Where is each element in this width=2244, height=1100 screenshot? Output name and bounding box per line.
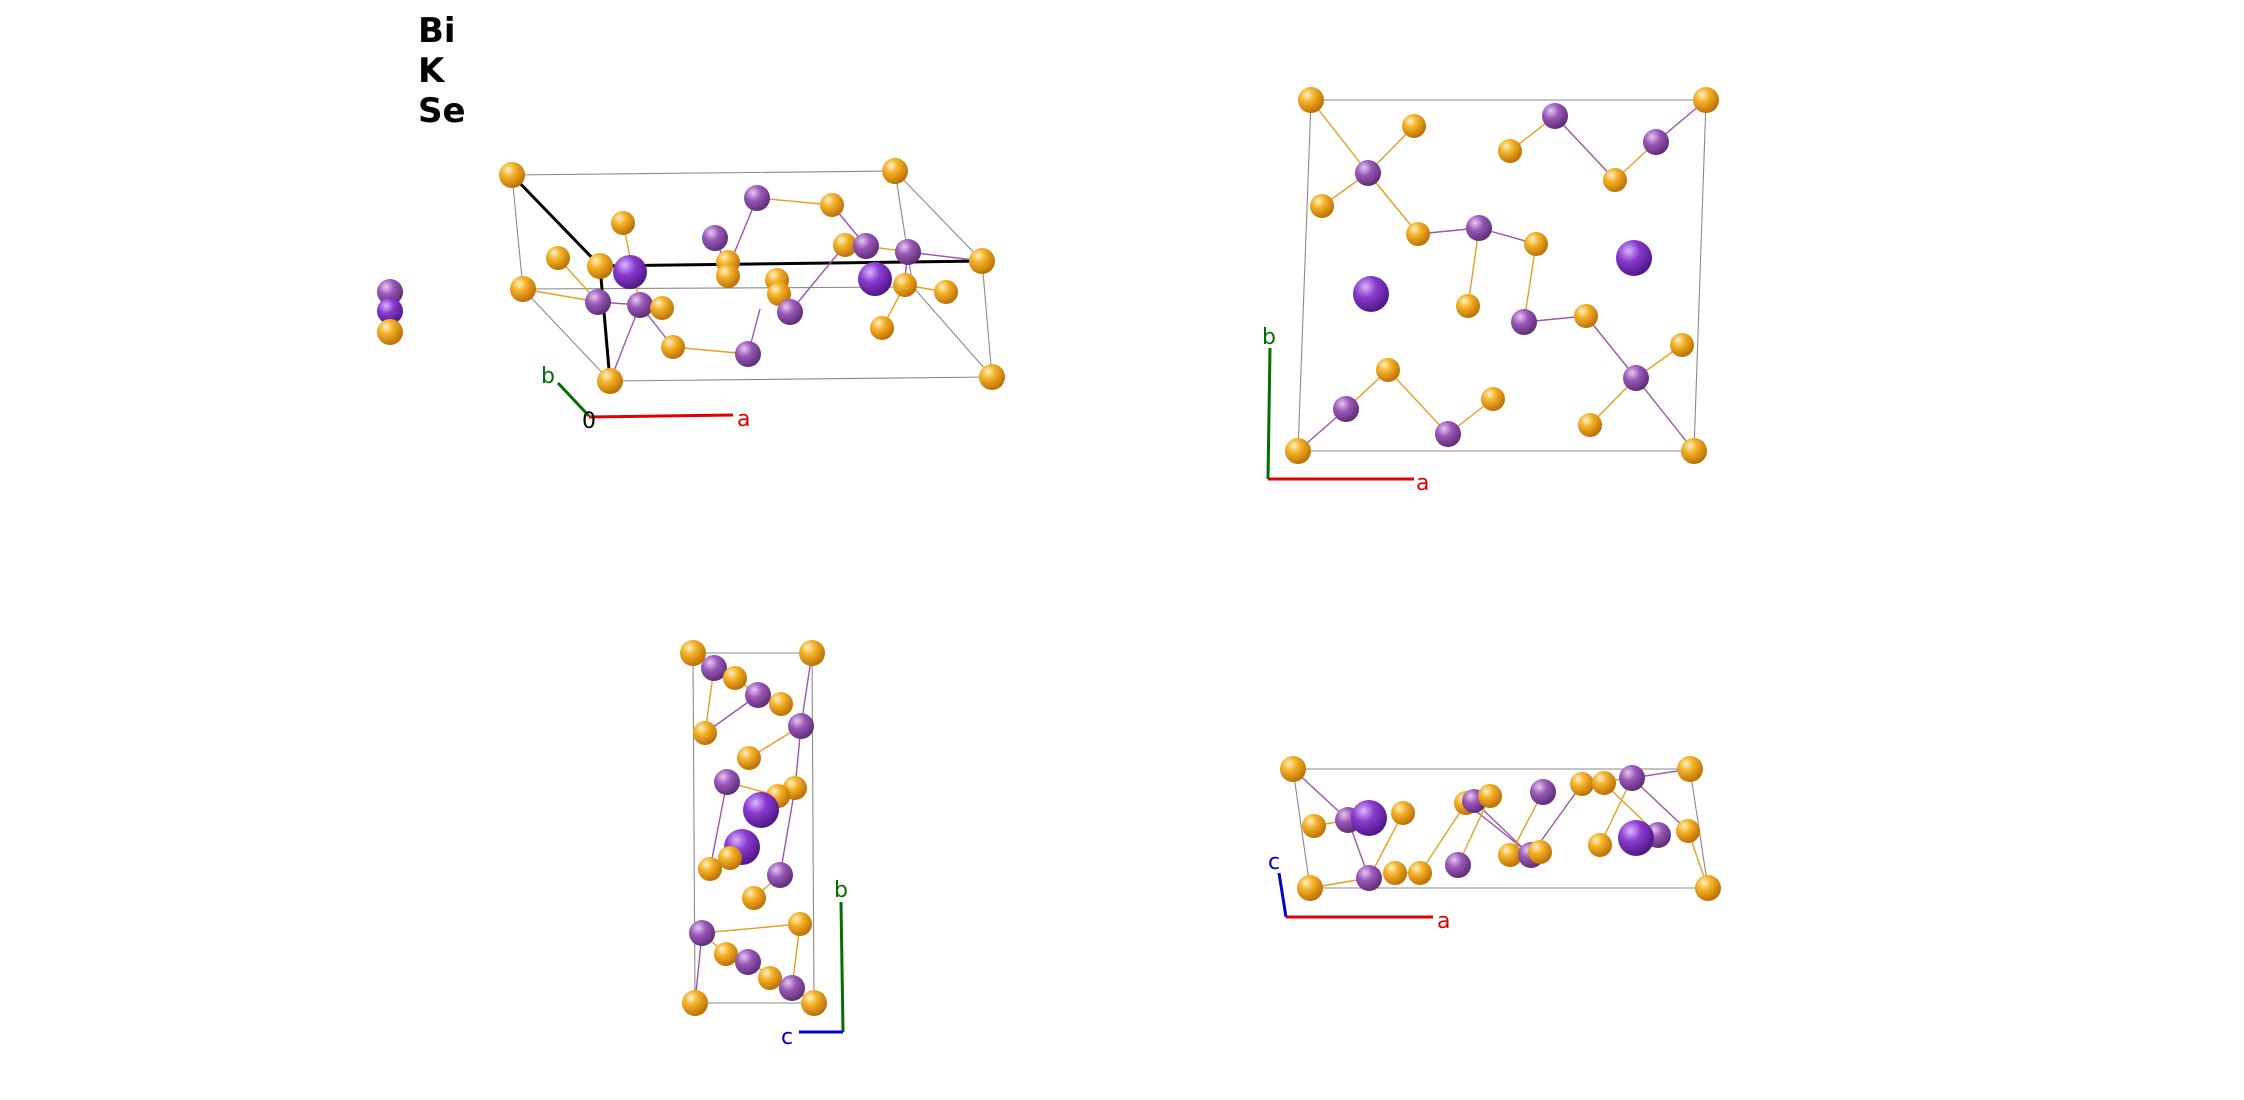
axis-indicator: b a: [1262, 325, 1429, 496]
axis-label-b: b: [834, 878, 848, 903]
axis-label-c: c: [781, 1025, 793, 1050]
axis-label-c: c: [1268, 850, 1280, 875]
atoms: [680, 640, 827, 1016]
axis-indicator: b a 0: [541, 364, 750, 434]
axis-label-b: b: [541, 364, 555, 389]
view-along-a: b c: [680, 640, 848, 1050]
atoms: [499, 158, 1005, 394]
atoms: [1285, 87, 1719, 464]
axis-label-b: b: [1262, 325, 1276, 350]
axis-label-a: a: [1437, 909, 1450, 934]
axis-label-a: a: [737, 407, 750, 432]
origin-label: 0: [582, 409, 596, 434]
legend-atom-k: [377, 298, 403, 324]
axis-indicator: c a: [1268, 850, 1450, 934]
axis-label-a: a: [1416, 471, 1429, 496]
legend-atom-bi: [377, 279, 403, 305]
atoms: [1280, 756, 1721, 901]
view-perspective: b a 0: [499, 158, 1005, 434]
legend-label-k: K: [418, 51, 446, 91]
legend-label-bi: Bi: [418, 11, 456, 51]
view-along-c: b a: [1262, 87, 1719, 496]
legend-atom-se: [377, 319, 403, 345]
legend-label-se: Se: [418, 91, 466, 131]
element-legend: Bi K Se: [377, 11, 466, 345]
view-along-b: c a: [1268, 756, 1721, 934]
axis-indicator: b c: [781, 878, 848, 1050]
